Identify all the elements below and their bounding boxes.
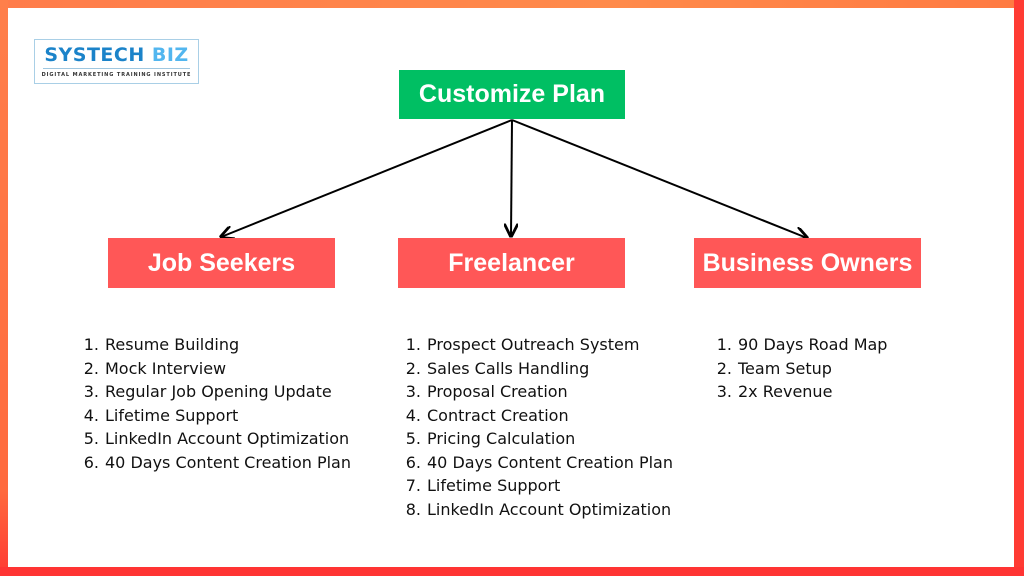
list-item-text: 40 Days Content Creation Plan <box>427 452 673 472</box>
list-item-text: Prospect Outreach System <box>427 335 640 354</box>
logo: SYSTECH BIZ DIGITAL MARKETING TRAINING I… <box>34 39 199 84</box>
arrow-to-job-seekers <box>221 119 513 237</box>
list-item: 1. Resume Building <box>78 333 351 357</box>
job-seekers-list: 1. Resume Building 2. Mock Interview 3. Regul… <box>78 333 351 474</box>
list-item: 7. Lifetime Support <box>400 474 673 498</box>
list-item-number: 7. <box>405 476 421 495</box>
frame-border-right <box>1014 0 1024 576</box>
list-item-number: 3. <box>716 382 732 401</box>
node-job-seekers: Job Seekers <box>108 238 335 288</box>
list-item-number: 1. <box>405 335 421 354</box>
list-item-number: 5. <box>83 429 99 448</box>
list-item-text: Mock Interview <box>105 358 227 378</box>
list-item-text: LinkedIn Account Optimization <box>427 499 672 519</box>
list-item-text: Pricing Calculation <box>427 429 576 448</box>
list-item: 5. Pricing Calculation <box>400 427 673 451</box>
list-item-number: 2. <box>405 358 421 378</box>
list-item-text: Sales Calls Handling <box>427 358 590 378</box>
list-item: 3. 2x Revenue <box>711 380 887 404</box>
list-item: 2. Mock Interview <box>78 357 351 381</box>
list-item: 4. Contract Creation <box>400 404 673 428</box>
list-item-number: 1. <box>716 335 732 354</box>
arrow-to-business-owners <box>511 119 807 238</box>
list-item-number: 4. <box>405 405 421 425</box>
list-item: 5. LinkedIn Account Optimization <box>78 427 351 451</box>
business-owners-list: 1. 90 Days Road Map 2. Team Setup 3. 2x Reven… <box>711 333 888 404</box>
node-freelancer: Freelancer <box>398 238 625 288</box>
list-item-text: Proposal Creation <box>427 382 568 401</box>
list-item: 3. Proposal Creation <box>400 380 673 404</box>
list-item-number: 3. <box>83 382 99 401</box>
list-item: 8. LinkedIn Account Optimization <box>400 498 673 522</box>
list-item-number: 2. <box>83 358 99 378</box>
list-item: 1. Prospect Outreach System <box>400 333 673 357</box>
list-item: 6. 40 Days Content Creation Plan <box>400 451 673 475</box>
list-item-text: 2x Revenue <box>738 382 833 401</box>
list-item-number: 8. <box>405 499 421 519</box>
list-item: 2. Team Setup <box>711 357 887 381</box>
list-item: 1. 90 Days Road Map <box>711 333 888 357</box>
frame-border-bottom <box>0 567 1024 576</box>
logo-wordmark: SYSTECH BIZ <box>35 44 198 66</box>
list-item: 4. Lifetime Support <box>78 404 351 428</box>
root-node-customize-plan: Customize Plan <box>399 70 625 119</box>
list-item-text: 40 Days Content Creation Plan <box>105 452 351 472</box>
list-item-number: 2. <box>716 358 732 378</box>
frame-border-left <box>0 0 8 576</box>
logo-divider <box>43 68 190 69</box>
list-item: 3. Regular Job Opening Update <box>78 380 351 404</box>
list-item-text: Lifetime Support <box>427 476 561 495</box>
list-item-text: Team Setup <box>738 358 832 378</box>
list-item-text: 90 Days Road Map <box>738 335 888 354</box>
list-item-number: 6. <box>405 452 421 472</box>
list-item: 6. 40 Days Content Creation Plan <box>78 451 351 475</box>
node-business-owners: Business Owners <box>694 238 921 288</box>
logo-brand-primary: SYSTECH <box>44 44 145 66</box>
freelancer-list: 1. Prospect Outreach System 2. Sales Calls … <box>400 333 673 521</box>
list-item-text: LinkedIn Account Optimization <box>105 429 350 448</box>
arrow-to-freelancer <box>511 119 512 236</box>
frame-border-top <box>0 0 1024 8</box>
list-item-number: 6. <box>83 452 99 472</box>
list-item-text: Regular Job Opening Update <box>105 382 332 401</box>
list-item: 2. Sales Calls Handling <box>400 357 673 381</box>
list-item-text: Lifetime Support <box>105 405 239 425</box>
list-item-number: 1. <box>83 335 99 354</box>
logo-brand-secondary: BIZ <box>151 44 189 66</box>
list-item-text: Contract Creation <box>427 405 569 425</box>
list-item-text: Resume Building <box>105 335 240 354</box>
logo-tagline: DIGITAL MARKETING TRAINING INSTITUTE <box>41 72 192 78</box>
list-item-number: 3. <box>405 382 421 401</box>
list-item-number: 5. <box>405 429 421 448</box>
list-item-number: 4. <box>83 405 99 425</box>
